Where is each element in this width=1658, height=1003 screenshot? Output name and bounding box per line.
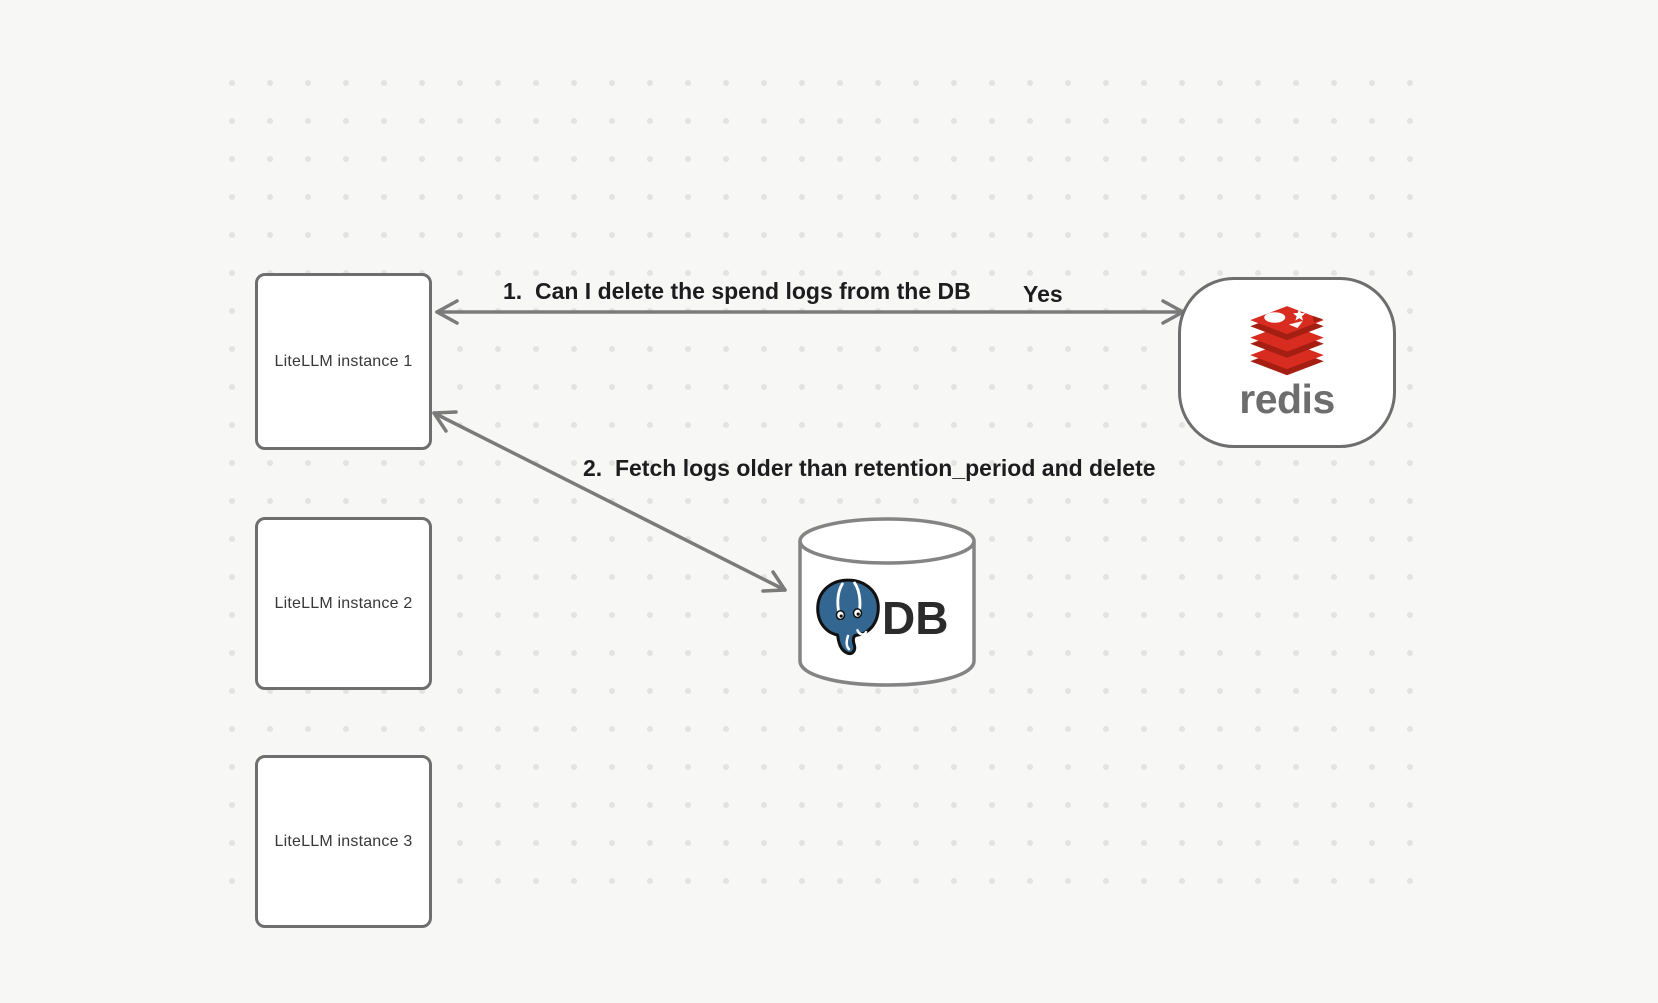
edge-label-fetch-logs[interactable]: 2. Fetch logs older than retention_perio… (583, 455, 1156, 481)
edge-label-yes[interactable]: Yes (1023, 281, 1063, 307)
node-postgres-db[interactable]: DB (797, 515, 977, 687)
node-litellm-instance-3[interactable]: LiteLLM instance 3 (255, 755, 432, 928)
edge-label-delete-spend-logs[interactable]: 1. Can I delete the spend logs from the … (503, 278, 971, 304)
redis-logo-icon (1250, 305, 1324, 375)
node-redis[interactable]: redis (1178, 277, 1396, 448)
edge-instance1-db-arrow[interactable] (432, 410, 787, 593)
node-label: LiteLLM instance 2 (274, 594, 413, 612)
node-label: LiteLLM instance 3 (274, 832, 413, 850)
node-label: LiteLLM instance 1 (274, 352, 413, 370)
node-litellm-instance-1[interactable]: LiteLLM instance 1 (255, 273, 432, 450)
db-label: DB (882, 592, 949, 644)
node-litellm-instance-2[interactable]: LiteLLM instance 2 (255, 517, 432, 690)
redis-wordmark: redis (1239, 375, 1335, 422)
postgresql-elephant-icon (816, 578, 880, 656)
